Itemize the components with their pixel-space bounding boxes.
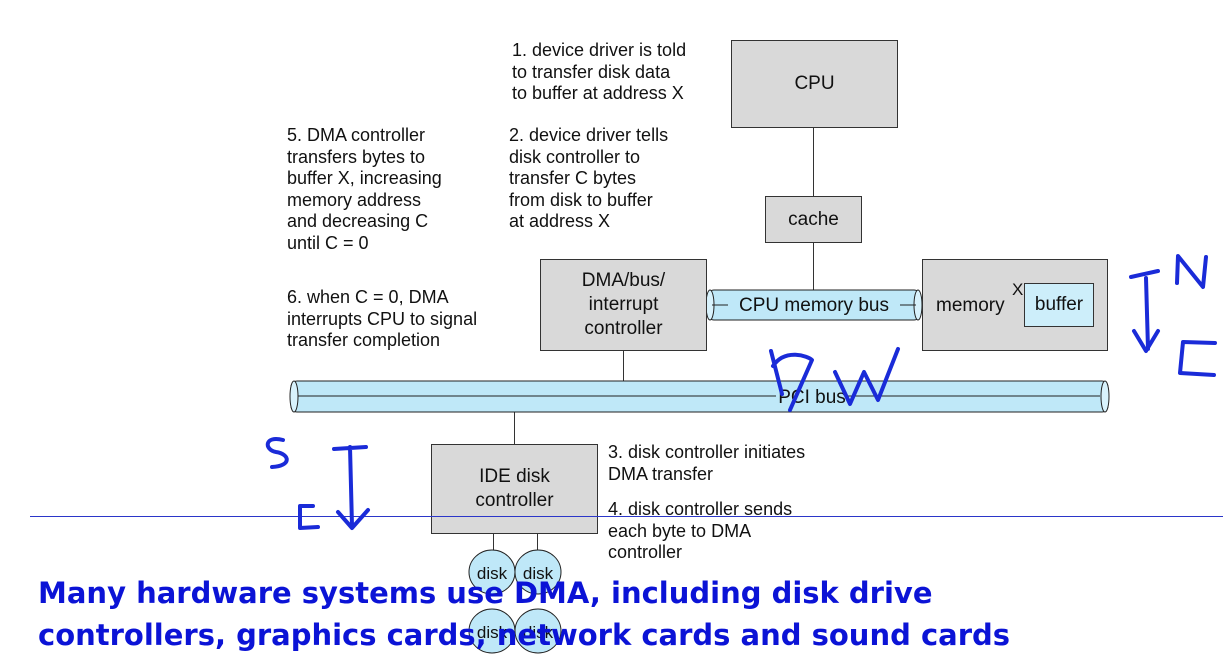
ide-disk-controller-box: IDE disk controller <box>431 444 598 534</box>
disk-2-label: disk <box>523 564 554 583</box>
ink-arrow-down-right <box>1129 269 1160 353</box>
dma-pci-line <box>623 351 624 396</box>
disk-4-label: disk <box>523 623 554 642</box>
disk-1: disk <box>468 549 516 595</box>
ink-arrow-down-left <box>332 445 370 530</box>
cpu-memory-bus: CPU memory bus <box>705 289 923 321</box>
cpu-cache-line <box>813 127 814 196</box>
disk-4: disk <box>514 608 562 654</box>
dma-controller-box: DMA/bus/ interrupt controller <box>540 259 707 351</box>
step-4-text: 4. disk controller sends each byte to DM… <box>608 499 793 562</box>
footer-statement: Many hardware systems use DMA, including… <box>38 576 1011 652</box>
cpu-memory-bus-label: CPU memory bus <box>739 295 889 316</box>
ink-c-mark-left <box>298 504 320 530</box>
disk-2: disk <box>514 549 562 595</box>
ink-rw-mark <box>769 347 900 412</box>
ide-pci-line <box>514 396 515 444</box>
cpu-box: CPU <box>731 40 898 128</box>
cache-box: cache <box>765 196 862 243</box>
step-6-text: 6. when C = 0, DMA interrupts CPU to sig… <box>287 287 478 350</box>
cache-bus-line <box>813 243 814 291</box>
memory-box: memory X buffer <box>922 259 1108 351</box>
memory-label: memory <box>936 295 1005 316</box>
ink-c-mark-right <box>1178 340 1217 377</box>
memory-x-label: X <box>1012 280 1024 299</box>
step-2-text: 2. device driver tells disk controller t… <box>509 125 669 231</box>
ink-s-mark <box>265 437 289 469</box>
step-5-text: 5. DMA controller transfers bytes to buf… <box>287 125 442 253</box>
ide-disk-line-right <box>537 534 538 550</box>
step-3-text: 3. disk controller initiates DMA transfe… <box>608 442 806 484</box>
ide-disk-line-left <box>493 534 494 550</box>
ink-n-mark-right <box>1175 254 1208 289</box>
disk-1-label: disk <box>477 564 508 583</box>
slide-divider <box>30 516 1223 517</box>
disk-3-label: disk <box>477 623 508 642</box>
buffer-box: buffer <box>1024 283 1094 327</box>
step-1-text: 1. device driver is told to transfer dis… <box>512 40 687 103</box>
